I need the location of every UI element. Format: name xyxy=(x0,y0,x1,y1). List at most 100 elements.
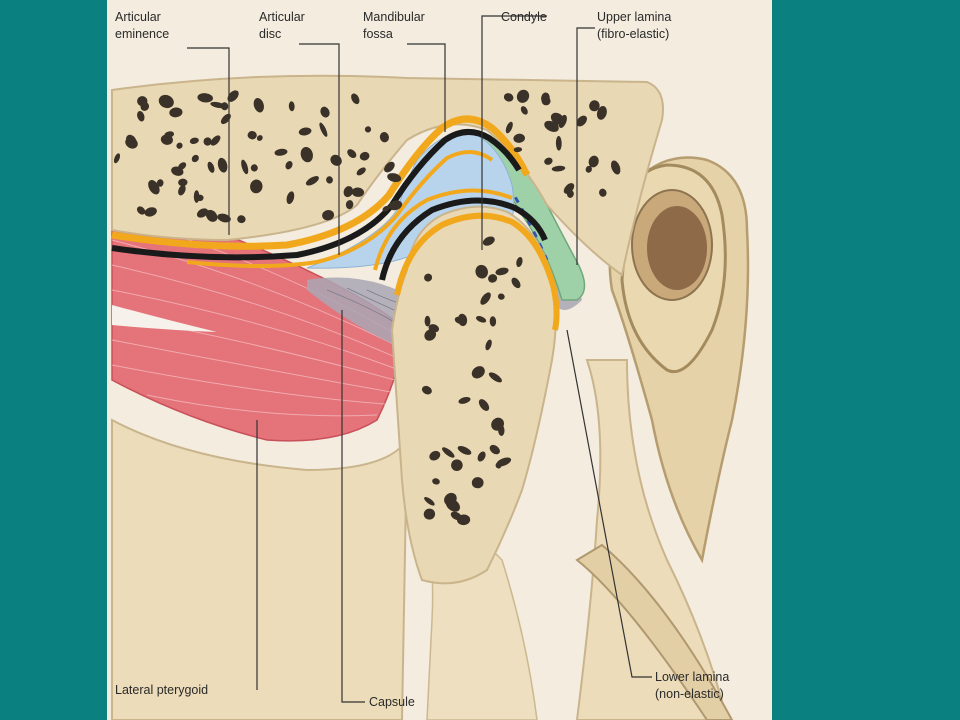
bone-pore xyxy=(197,93,213,103)
bone-pore xyxy=(589,100,600,112)
leader-upper-lamina xyxy=(576,27,595,265)
bone-pore xyxy=(588,155,599,168)
bone-pore xyxy=(207,161,215,173)
label-articular-disc: Articular disc xyxy=(259,10,305,41)
bone-pore xyxy=(359,151,370,161)
bone-pore xyxy=(320,106,330,118)
bone-pore xyxy=(144,207,157,217)
bone-pore xyxy=(516,256,523,268)
bone-pore xyxy=(454,316,463,324)
joint-capsule xyxy=(307,240,582,350)
bone-pore xyxy=(421,385,432,395)
bone-pore xyxy=(450,511,462,521)
bone-pore xyxy=(388,200,403,211)
bone-pore xyxy=(220,102,229,111)
leader-articular-eminence xyxy=(187,47,230,235)
bone-pore xyxy=(596,106,607,120)
bone-pore xyxy=(503,93,514,102)
bone-pore xyxy=(541,92,550,104)
bone-pore xyxy=(424,329,437,341)
bone-pore xyxy=(250,179,263,194)
bone-pore xyxy=(205,209,218,222)
bone-pore xyxy=(457,445,472,455)
bone-pore xyxy=(485,339,492,351)
bone-pore xyxy=(471,477,484,489)
bone-pore xyxy=(351,187,365,197)
bone-pore xyxy=(237,215,246,224)
leader-capsule xyxy=(341,310,365,703)
label-lower-lamina: Lower lamina (non-elastic) xyxy=(655,670,730,701)
mandibular-condyle xyxy=(390,205,557,585)
condyle-cartilage xyxy=(394,212,560,331)
bone-pore xyxy=(424,273,433,282)
bone-pore xyxy=(196,208,209,218)
bone-pore xyxy=(347,149,357,159)
bone-pore xyxy=(161,96,167,104)
bone-pore xyxy=(274,148,288,156)
bone-pore xyxy=(442,447,455,458)
disc-cartilage-outer xyxy=(373,188,513,271)
bone-pore xyxy=(241,159,249,175)
bone-pore xyxy=(286,191,295,205)
bone-pore xyxy=(298,127,312,136)
bone-pore xyxy=(326,176,333,184)
label-capsule: Capsule xyxy=(369,695,415,709)
bone-pore xyxy=(511,277,521,289)
bone-pore xyxy=(488,274,498,283)
bone-pore xyxy=(345,200,354,210)
bone-pore xyxy=(544,157,553,165)
bone-pore xyxy=(356,167,366,176)
bone-pore xyxy=(563,183,575,194)
bone-pore xyxy=(288,101,295,112)
tmj-diagram xyxy=(111,15,750,720)
bone-pore xyxy=(285,161,293,170)
bone-pore xyxy=(169,107,183,118)
bone-pore xyxy=(253,97,264,113)
bone-pore xyxy=(148,180,160,195)
bone-pore xyxy=(178,178,188,187)
bone-pore xyxy=(424,315,431,327)
bone-pore xyxy=(387,173,402,183)
bone-pore xyxy=(113,153,121,164)
bone-pore xyxy=(322,209,335,221)
label-condyle: Condyle xyxy=(501,10,547,24)
bone-pore xyxy=(488,372,502,383)
bone-pore xyxy=(444,492,457,506)
label-articular-eminence: Articular eminence xyxy=(115,10,170,41)
bone-pore xyxy=(429,450,441,461)
bone-pore xyxy=(550,121,559,129)
bone-pore xyxy=(497,293,505,300)
bone-pore xyxy=(171,166,184,176)
bone-pore xyxy=(247,130,257,140)
bone-pore xyxy=(432,478,440,485)
bone-pore xyxy=(196,194,204,201)
tmj-illustration: Articular eminence Articular disc Mandib… xyxy=(107,0,772,720)
bone-pore xyxy=(300,146,313,163)
bone-pore xyxy=(513,133,525,143)
bone-pore xyxy=(513,147,523,153)
condyle-disc xyxy=(379,197,548,281)
bone-pore xyxy=(136,206,146,215)
bone-pore xyxy=(210,135,221,146)
bone-pore xyxy=(471,366,485,379)
bone-pore xyxy=(305,176,319,186)
bone-pore xyxy=(489,316,497,327)
leader-condyle xyxy=(481,15,547,250)
bone-pore xyxy=(520,106,528,115)
bone-pore xyxy=(475,316,487,323)
bone-pore xyxy=(126,134,137,147)
bone-pore xyxy=(217,157,228,173)
bone-pore xyxy=(480,292,491,305)
spongy-bone-pores xyxy=(113,89,621,526)
bone-pore xyxy=(178,184,186,196)
bone-pore xyxy=(160,134,173,145)
bone-pore xyxy=(478,399,490,411)
bone-pore xyxy=(475,264,488,279)
bone-pore xyxy=(384,161,395,173)
bone-pore xyxy=(382,205,390,212)
bone-pore xyxy=(220,113,231,125)
bone-pore xyxy=(137,110,145,122)
bone-pore xyxy=(585,165,592,173)
bone-pore xyxy=(424,497,435,506)
